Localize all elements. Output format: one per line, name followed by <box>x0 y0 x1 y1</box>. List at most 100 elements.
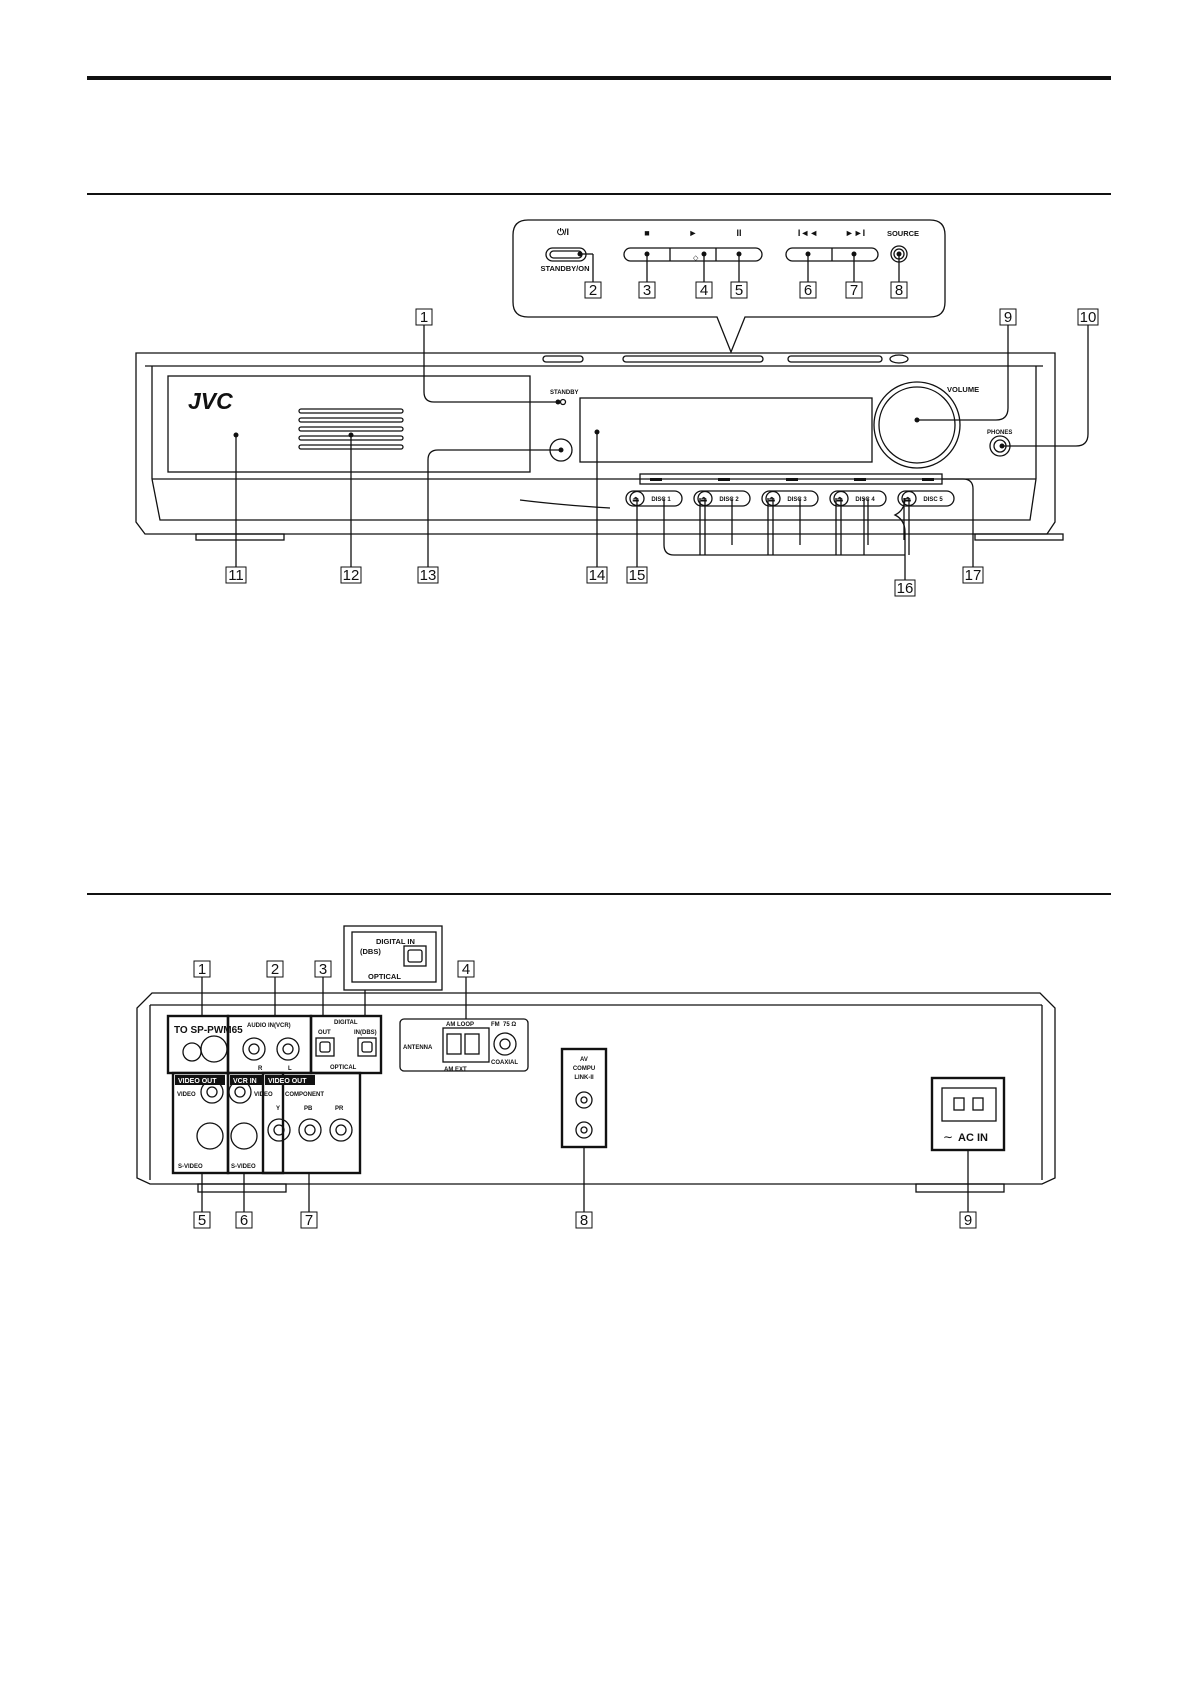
fm-label: FM <box>491 1022 500 1028</box>
play-icon: ► <box>689 228 698 238</box>
coaxial-label: COAXIAL <box>491 1060 518 1066</box>
to-sp-label: TO SP-PWM65 <box>174 1025 243 1036</box>
component-pr-label: PR <box>335 1106 344 1112</box>
video-label-1: VIDEO <box>177 1092 196 1098</box>
callout-5: 5 <box>735 282 743 299</box>
svg-text:⏏: ⏏ <box>836 495 844 504</box>
disc-4-label: DISC 4 <box>855 497 875 503</box>
av-compu-link-jack-1[interactable] <box>575 1091 593 1109</box>
disc-5-label: DISC 5 <box>923 497 943 503</box>
next-icon: ►►I <box>845 228 865 238</box>
standby-lamp <box>559 398 567 406</box>
rear-callout-4: 4 <box>462 961 470 978</box>
video-label-2: VIDEO <box>254 1092 273 1098</box>
digital-in-zoom <box>343 925 443 991</box>
callout-15: 15 <box>629 567 646 584</box>
callout-12: 12 <box>343 567 360 584</box>
callout-7: 7 <box>850 282 858 299</box>
vcr-s-video-jack[interactable] <box>230 1122 258 1150</box>
callout-9: 9 <box>1004 309 1012 326</box>
svg-text:⏏: ⏏ <box>904 495 912 504</box>
front-section-rule <box>87 193 1111 195</box>
disc-door <box>167 375 531 473</box>
disc-3-label: DISC 3 <box>787 497 807 503</box>
component-video-block <box>261 1071 362 1175</box>
component-pb-label: PB <box>304 1106 313 1112</box>
callout-10: 10 <box>1080 309 1097 326</box>
video-out-badge <box>175 1075 225 1085</box>
standby-on-label: STANDBY/ON <box>540 264 589 273</box>
s-video-label-2: S-VIDEO <box>231 1164 256 1170</box>
rear-callout-1: 1 <box>198 961 206 978</box>
link-ii-label: LINK-II <box>574 1075 594 1081</box>
volume-label: VOLUME <box>947 385 979 394</box>
callout-6: 6 <box>804 282 812 299</box>
rear-unit-body <box>136 992 1056 1185</box>
source-label: SOURCE <box>887 229 919 238</box>
component-y-label: Y <box>276 1106 280 1112</box>
callout-8: 8 <box>895 282 903 299</box>
rear-callout-5: 5 <box>198 1212 206 1229</box>
av-compu-link-block <box>560 1047 608 1149</box>
audio-in-label: AUDIO IN(VCR) <box>247 1023 291 1029</box>
svg-text:⏏: ⏏ <box>700 495 708 504</box>
rear-callout-6: 6 <box>240 1212 248 1229</box>
s-video-out-jack[interactable] <box>196 1122 224 1150</box>
rear-panel-diagram <box>136 925 1056 1212</box>
rear-callout-8: 8 <box>580 1212 588 1229</box>
audio-r-label: R <box>258 1066 263 1072</box>
callout-3: 3 <box>643 282 651 299</box>
volume-knob[interactable] <box>873 381 961 469</box>
video-out-block <box>171 1071 230 1175</box>
s-video-label-1: S-VIDEO <box>178 1164 203 1170</box>
digital-out-label: OUT <box>318 1030 331 1036</box>
svg-text:⏏: ⏏ <box>632 495 640 504</box>
rear-section-rule <box>87 893 1111 895</box>
rear-callout-7: 7 <box>305 1212 313 1229</box>
digital-in-dbs-label: IN(DBS) <box>354 1030 377 1036</box>
component-video-out-badge <box>265 1075 315 1085</box>
sp-small-port[interactable] <box>182 1042 202 1062</box>
callout-16: 16 <box>897 580 914 597</box>
antenna-label: ANTENNA <box>403 1045 433 1051</box>
video-out-label: VIDEO OUT <box>178 1078 217 1085</box>
power-symbol: ⏻/I <box>557 227 569 237</box>
vcr-in-block <box>226 1071 285 1175</box>
disc-2-label: DISC 2 <box>719 497 739 503</box>
fm-coaxial-jack[interactable] <box>493 1032 517 1056</box>
svg-text:◇: ◇ <box>693 255 699 262</box>
transport-button-bar <box>623 247 763 262</box>
component-pr-jack[interactable] <box>329 1118 353 1142</box>
am-ext-label: AM EXT <box>444 1067 467 1073</box>
disc-1-label: DISC 1 <box>651 497 671 503</box>
audio-r-jack[interactable] <box>242 1037 266 1061</box>
sp-large-port[interactable] <box>200 1035 228 1063</box>
av-label: AV <box>580 1057 588 1063</box>
top-rule <box>87 76 1111 80</box>
component-pb-jack[interactable] <box>298 1118 322 1142</box>
callout-4: 4 <box>700 282 708 299</box>
digital-in-zoom-optical: OPTICAL <box>368 972 401 981</box>
callout-11: 11 <box>228 567 244 584</box>
component-video-out-label: VIDEO OUT <box>268 1078 307 1085</box>
am-loop-label: AM LOOP <box>446 1022 474 1028</box>
rear-callout-9: 9 <box>964 1212 972 1229</box>
digital-in-zoom-title: DIGITAL IN <box>376 937 415 946</box>
fm-ohm-label: 75 Ω <box>503 1022 516 1028</box>
display-window <box>579 397 873 463</box>
av-compu-link-jack-2[interactable] <box>575 1121 593 1139</box>
front-panel-diagram: ◇ <box>135 219 1089 580</box>
audio-l-jack[interactable] <box>276 1037 300 1061</box>
callout-17: 17 <box>965 567 982 584</box>
phones-label: PHONES <box>987 430 1012 436</box>
optical-label: OPTICAL <box>330 1065 357 1071</box>
component-y-jack[interactable] <box>267 1118 291 1142</box>
jvc-logo: JVC <box>188 388 233 414</box>
callout-14: 14 <box>589 567 606 584</box>
component-label: COMPONENT <box>285 1092 324 1098</box>
ac-inlet[interactable] <box>941 1087 997 1122</box>
svg-text:⏏: ⏏ <box>768 495 776 504</box>
vcr-in-badge <box>230 1075 262 1085</box>
rear-callout-3: 3 <box>319 961 327 978</box>
stop-icon: ■ <box>644 228 649 238</box>
